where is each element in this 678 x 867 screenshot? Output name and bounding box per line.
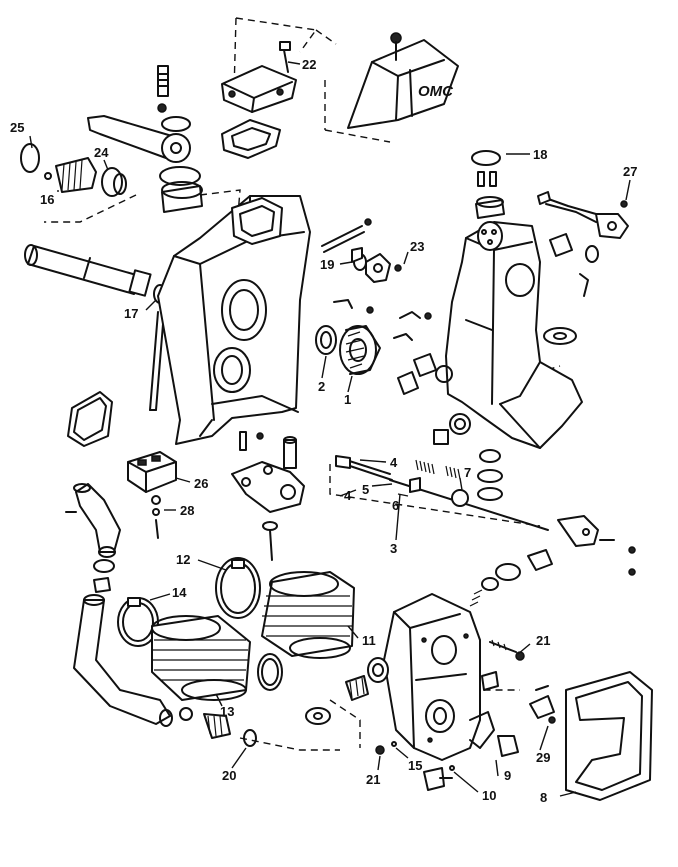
callout-21-upper: 21	[536, 633, 550, 648]
callout-25: 25	[10, 120, 24, 135]
cross-tube	[24, 244, 167, 411]
callout-10: 10	[482, 788, 496, 803]
callout-18: 18	[533, 147, 547, 162]
bellows-11	[261, 571, 355, 659]
top-bracket	[221, 41, 297, 113]
lower-housing	[367, 593, 481, 761]
center-pins	[231, 431, 305, 561]
hose-clamps	[117, 557, 283, 691]
exhaust-elbow	[65, 483, 121, 573]
callout-19: 19	[320, 257, 334, 272]
callout-24: 24	[94, 145, 109, 160]
callout-26: 26	[194, 476, 208, 491]
gasket-8	[565, 671, 653, 801]
callout-27: 27	[623, 164, 637, 179]
right-housing-small-parts	[397, 150, 599, 445]
callout-numbers: 22 25 24 16 18 27 23 19 17 2 1 26 28 4 4…	[10, 57, 637, 805]
trim-sender	[537, 191, 629, 239]
steering-arm	[87, 65, 203, 213]
callout-23: 23	[410, 239, 424, 254]
exhaust-hose	[73, 577, 257, 747]
callout-14: 14	[172, 585, 187, 600]
callout-21-lower: 21	[366, 772, 380, 787]
callout-2: 2	[318, 379, 325, 394]
callout-28: 28	[180, 503, 194, 518]
shift-rod-assembly	[335, 449, 636, 607]
callout-9: 9	[504, 768, 511, 783]
callout-1: 1	[344, 392, 351, 407]
callout-4-lower: 4	[344, 488, 352, 503]
callout-5: 5	[362, 482, 369, 497]
callout-20: 20	[222, 768, 236, 783]
right-housing	[445, 221, 583, 449]
boot-assembly-upper-left	[20, 143, 127, 197]
callout-11: 11	[362, 633, 376, 648]
omc-logo: OMC	[418, 83, 454, 100]
callout-22: 22	[302, 57, 316, 72]
callout-29: 29	[536, 750, 550, 765]
callout-7: 7	[464, 465, 471, 480]
callout-16: 16	[40, 192, 54, 207]
callout-15: 15	[408, 758, 422, 773]
callout-6: 6	[392, 498, 399, 513]
callout-12: 12	[176, 552, 190, 567]
gasket-left	[67, 391, 113, 447]
leader-lines	[29, 61, 631, 797]
gasket-top	[221, 119, 281, 159]
bellows-13	[151, 615, 251, 701]
callout-13: 13	[220, 704, 234, 719]
bracket-26	[127, 451, 177, 539]
small-clips-center	[333, 299, 432, 341]
top-cover: OMC	[347, 32, 459, 129]
callout-8: 8	[540, 790, 547, 805]
callout-17: 17	[124, 306, 138, 321]
callout-4-upper: 4	[390, 455, 398, 470]
shaft-19-group	[321, 218, 402, 283]
left-housing	[157, 195, 311, 445]
bearing-group	[315, 325, 381, 375]
callout-3: 3	[390, 541, 397, 556]
